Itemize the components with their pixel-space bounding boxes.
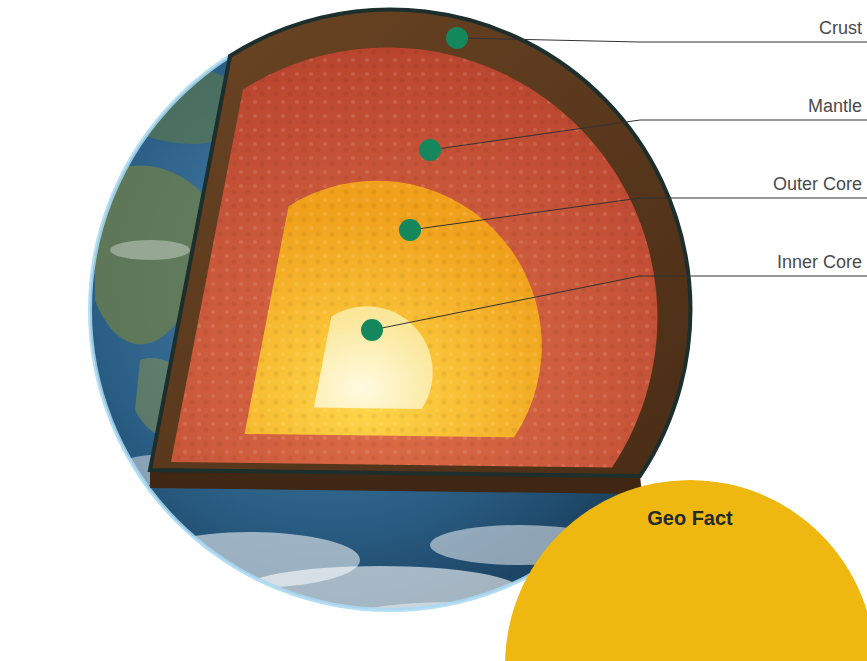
part-label: Mantle xyxy=(808,95,862,117)
part-label: Outer Core xyxy=(773,173,862,195)
marker-dots xyxy=(361,27,468,341)
part-label: Inner Core xyxy=(777,251,862,273)
fact-heading: Geo Fact xyxy=(505,506,867,530)
fact-circle: Geo Fact xyxy=(505,480,867,661)
leader-lines xyxy=(372,38,867,330)
part-label: Crust xyxy=(819,17,862,39)
